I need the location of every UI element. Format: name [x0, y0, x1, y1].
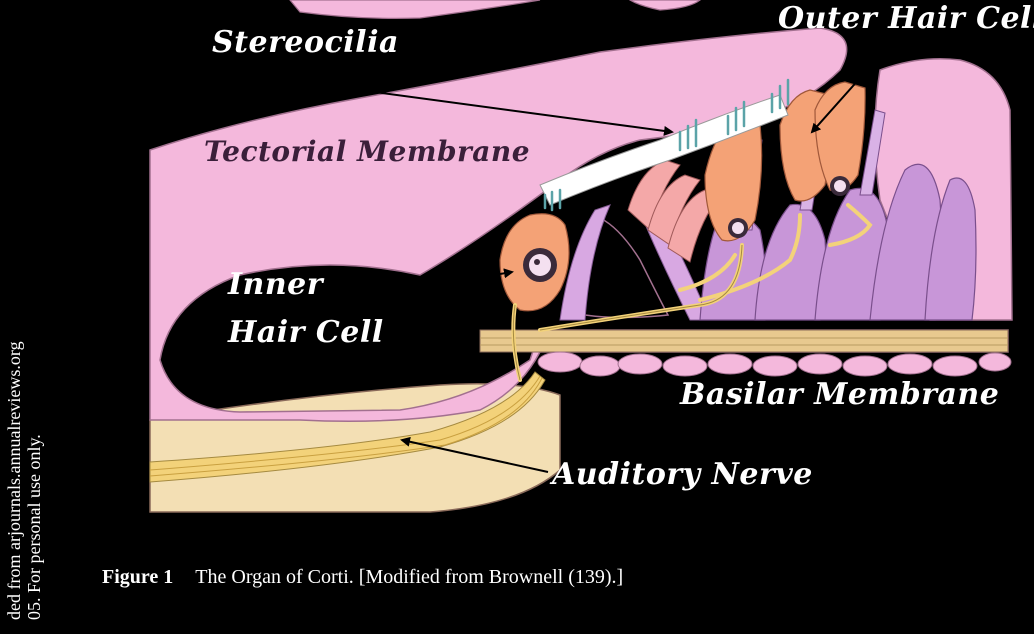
tectorial-membrane-label: Tectorial Membrane	[204, 135, 531, 168]
auditory-nerve-label: Auditory Nerve	[552, 457, 813, 492]
basilar-membrane-strip	[479, 329, 1009, 353]
auditory-nerve-bundle	[149, 371, 546, 483]
inner-hair-cell-label-line2: Hair Cell	[228, 315, 384, 350]
side-download-notice: ded from arjournals.annualreviews.org 05…	[0, 0, 48, 630]
figure-caption: Figure 1 The Organ of Corti. [Modified fr…	[102, 566, 623, 589]
inner-hair-cell	[499, 213, 570, 312]
outer-hair-cell-label: Outer Hair Cell	[778, 1, 1034, 36]
upper-tissue	[289, 0, 541, 19]
upper-tissue-right	[628, 0, 701, 11]
side-notice-line-1: ded from arjournals.annualreviews.org	[4, 341, 24, 620]
side-notice-line-2: 05. For personal use only.	[24, 434, 44, 620]
inner-hair-cell-pointer	[329, 268, 514, 303]
outer-hair-cells	[704, 81, 866, 242]
outer-hair-cell-pointer	[810, 49, 886, 134]
limbus-tissue	[149, 27, 1009, 422]
inner-hair-cell-label-line1: Inner	[228, 267, 324, 302]
stereocilia-label: Stereocilia	[212, 25, 399, 60]
tectorial-membrane-band	[539, 94, 789, 206]
figure-number: Figure 1	[102, 566, 174, 588]
leader-lines	[247, 49, 886, 473]
caption-text: The Organ of Corti. [Modified from Brown…	[195, 566, 624, 588]
deiters-cells	[699, 163, 977, 321]
stereocilia-tufts	[543, 78, 790, 212]
tympanic-cells	[537, 351, 1012, 377]
outer-row-cells	[627, 159, 721, 263]
auditory-nerve-pointer	[400, 436, 549, 473]
basilar-membrane-label: Basilar Membrane	[680, 377, 1000, 412]
stereocilia-pointer	[247, 74, 674, 136]
